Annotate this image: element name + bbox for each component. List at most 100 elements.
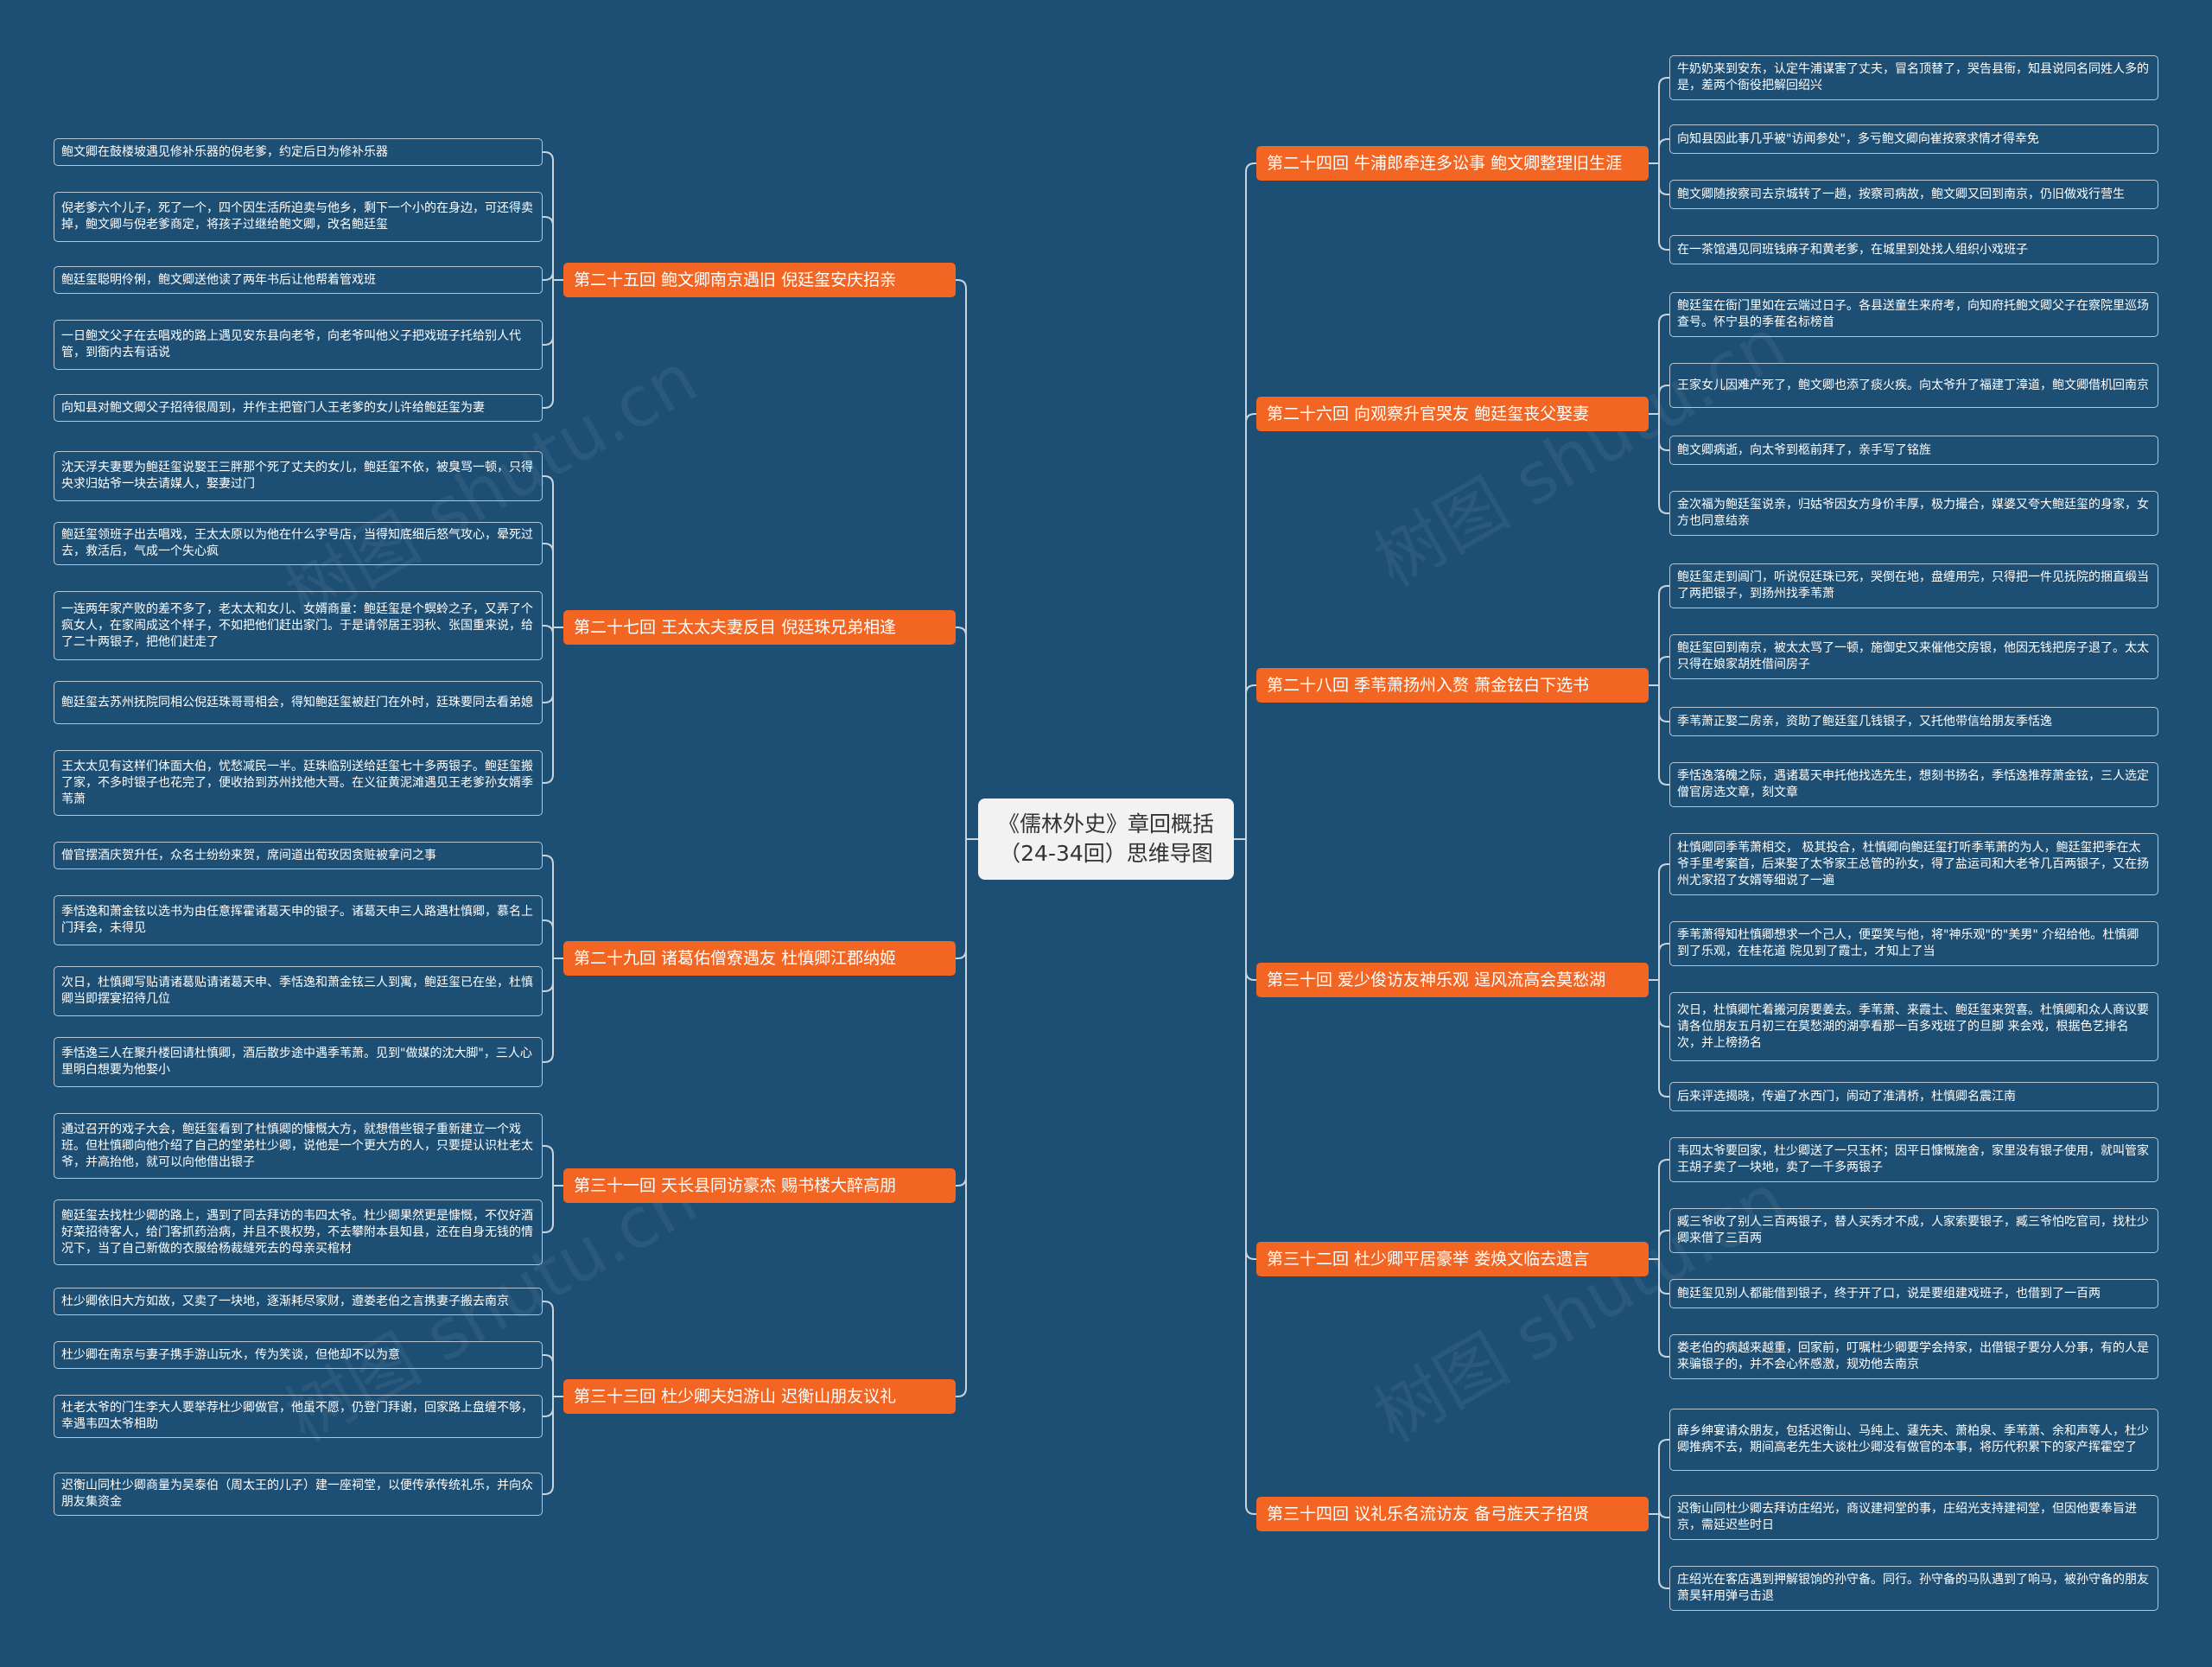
chapter-node-text: 第三十二回 杜少卿平居豪举 娄焕文临去遗言 (1267, 1250, 1590, 1269)
connector-line (543, 1053, 554, 1063)
leaf-node[interactable]: 杜慎卿同季苇萧相交， 极其投合，杜慎卿向鲍廷玺打听季苇萧的为人，鲍廷玺把季在太爷… (1669, 833, 2158, 895)
connector-line (1658, 863, 1669, 874)
leaf-node[interactable]: 在一茶馆遇见同班钱麻子和黄老爹，在城里到处找人组织小戏班子 (1669, 235, 2158, 264)
connector-line (543, 151, 554, 162)
connector-line (1658, 943, 1669, 953)
leaf-node[interactable]: 季苇萧得知杜慎卿想求一个己人，便耍笑与他，将"神乐观"的"美男" 介绍给他。杜慎… (1669, 921, 2158, 966)
connector-line (1658, 504, 1669, 514)
leaf-node[interactable]: 迟衡山同杜少卿去拜访庄绍光，商议建祠堂的事，庄绍光支持建祠堂，但因他要奉旨进京，… (1669, 1495, 2158, 1540)
connector-line (1658, 314, 1669, 324)
chapter-node[interactable]: 第二十五回 鲍文卿南京遇旧 倪廷玺安庆招亲 (563, 263, 956, 297)
connector-line (1245, 970, 1256, 981)
leaf-node-text: 鲍廷玺去找杜少卿的路上，遇到了同去拜访的韦四太爷。杜少卿果然更是慷慨，不仅好酒好… (61, 1208, 533, 1256)
connector-line (1245, 162, 1256, 173)
chapter-node[interactable]: 第二十六回 向观察升官哭友 鲍廷玺丧父娶妻 (1256, 397, 1649, 431)
leaf-node[interactable]: 鲍文卿随按察司去京城转了一趟，按察司病故，鲍文卿又回到南京，仍旧做戏行营生 (1669, 180, 2158, 209)
leaf-node[interactable]: 鲍廷玺聪明伶俐，鲍文卿送他读了两年书后让他帮着管戏班 (54, 266, 543, 294)
connector-line (1658, 656, 1669, 666)
root-node[interactable]: 《儒林外史》章回概括 （24-34回）思维导图 (978, 799, 1234, 880)
connector-line (543, 855, 554, 865)
leaf-node[interactable]: 牛奶奶来到安东，认定牛浦谋害了丈夫，冒名顶替了，哭告县衙，知县说同名同姓人多的是… (1669, 55, 2158, 100)
leaf-node[interactable]: 迟衡山同杜少卿商量为吴泰伯（周太王的儿子）建一座祠堂，以便传承传统礼乐，并向众朋… (54, 1473, 543, 1516)
connector-line (1245, 1505, 1256, 1515)
leaf-node-text: 在一茶馆遇见同班钱麻子和黄老爹，在城里到处找人组织小戏班子 (1677, 242, 2028, 257)
leaf-node[interactable]: 王家女儿因难产死了，鲍文卿也添了痰火疾。向太爷升了福建丁漳道，鲍文卿借机回南京 (1669, 363, 2158, 408)
leaf-node-text: 王太太见有这样们体面大伯，忧愁减民一半。廷珠临别送给廷玺七十多两银子。鲍廷玺搬了… (61, 759, 533, 806)
leaf-node[interactable]: 鲍廷玺走到阊门，听说倪廷珠已死，哭倒在地，盘缠用完，只得把一件见抚院的捆直缎当了… (1669, 563, 2158, 608)
chapter-node[interactable]: 第二十四回 牛浦郎牵连多讼事 鲍文卿整理旧生涯 (1256, 146, 1649, 181)
chapter-node[interactable]: 第三十三回 杜少卿夫妇游山 迟衡山朋友议礼 (563, 1379, 956, 1414)
chapter-node[interactable]: 第二十八回 季苇萧扬州入赘 萧金铉白下选书 (1256, 668, 1649, 703)
leaf-node-text: 季恬逸和萧金铉以选书为由任意挥霍诸葛天申的银子。诸葛天申三人路遇杜慎卿，慕名上门… (61, 905, 533, 935)
leaf-node[interactable]: 季恬逸和萧金铉以选书为由任意挥霍诸葛天申的银子。诸葛天申三人路遇杜慎卿，慕名上门… (54, 895, 543, 945)
connector-line (543, 1407, 554, 1417)
leaf-node[interactable]: 季苇萧正娶二房亲，资助了鲍廷玺几钱银子，又托他带信给朋友季恬逸 (1669, 707, 2158, 736)
connector-line (1658, 1230, 1669, 1240)
leaf-node[interactable]: 金次福为鲍廷玺说亲，归姑爷因女方身价丰厚，极力撮合，媒婆又夸大鲍廷玺的身家，女方… (1669, 491, 2158, 536)
connector-line (1658, 1284, 1669, 1295)
leaf-node[interactable]: 杜少卿依旧大方如故，又卖了一块地，逐渐耗尽家财，遵娄老伯之言携妻子搬去南京 (54, 1288, 543, 1315)
leaf-node[interactable]: 向知县对鲍文卿父子招待很周到，并作主把管门人王老爹的女儿许给鲍廷玺为妻 (54, 394, 543, 422)
leaf-node-text: 鲍文卿病逝，向太爷到柩前拜了，亲手写了铭旌 (1677, 442, 1931, 457)
chapter-node-text: 第三十回 爱少俊访友神乐观 逞风流高会莫愁湖 (1267, 970, 1606, 989)
leaf-node[interactable]: 庄绍光在客店遇到押解银饷的孙守备。同行。孙守备的马队遇到了响马，被孙守备的朋友萧… (1669, 1566, 2158, 1611)
connector-line (1245, 684, 1256, 695)
leaf-node[interactable]: 鲍廷玺去苏州抚院同相公倪廷珠哥哥相会，得知鲍廷玺被赶门在外时，廷珠要同去看弟媳 (54, 681, 543, 724)
leaf-node[interactable]: 通过召开的戏子大会，鲍廷玺看到了杜慎卿的慷慨大方，就想借些银子重新建立一个戏班。… (54, 1113, 543, 1179)
leaf-node[interactable]: 鲍文卿病逝，向太爷到柩前拜了，亲手写了铭旌 (1669, 436, 2158, 465)
leaf-node-text: 季恬逸落魄之际，遇诸葛天申托他找选先生，想刻书扬名，季恬逸推荐萧金铉，三人选定僧… (1677, 769, 2149, 799)
leaf-node[interactable]: 一日鲍文父子在去唱戏的路上遇见安东县向老爷，向老爷叫他义子把戏班子托给别人代管，… (54, 320, 543, 370)
leaf-node[interactable]: 臧三爷收了别人三百两银子，替人买秀才不成，人家索要银子，臧三爷怕吃官司，找杜少卿… (1669, 1208, 2158, 1253)
leaf-node[interactable]: 僧官摆酒庆贺升任，众名士纷纷来贺，席间道出荀玫因贪赃被拿问之事 (54, 842, 543, 869)
leaf-node[interactable]: 杜少卿在南京与妻子携手游山玩水，传为笑谈，但他却不以为意 (54, 1341, 543, 1369)
leaf-node-text: 杜老太爷的门生李大人要举荐杜少卿做官，他虽不愿，仍登门拜谢，回家路上盘缠不够，幸… (61, 1401, 533, 1431)
leaf-node-text: 季苇萧得知杜慎卿想求一个己人，便耍笑与他，将"神乐观"的"美男" 介绍给他。杜慎… (1677, 928, 2139, 958)
leaf-node[interactable]: 季恬逸落魄之际，遇诸葛天申托他找选先生，想刻书扬名，季恬逸推荐萧金铉，三人选定僧… (1669, 762, 2158, 807)
leaf-node-text: 沈天浮夫妻要为鲍廷玺说娶王三胖那个死了丈夫的女儿，鲍廷玺不依，被臭骂一顿，只得央… (61, 461, 533, 491)
connector-line (1245, 1250, 1256, 1260)
leaf-node[interactable]: 沈天浮夫妻要为鲍廷玺说娶王三胖那个死了丈夫的女儿，鲍廷玺不依，被臭骂一顿，只得央… (54, 451, 543, 501)
chapter-node[interactable]: 第三十四回 议礼乐名流访友 备弓旌天子招贤 (1256, 1497, 1649, 1531)
chapter-node[interactable]: 第三十回 爱少俊访友神乐观 逞风流高会莫愁湖 (1256, 963, 1649, 997)
leaf-node[interactable]: 后来评选揭晓，传遍了水西门，闹动了淮清桥，杜慎卿名震江南 (1669, 1082, 2158, 1111)
leaf-node[interactable]: 鲍廷玺领班子出去唱戏，王太太原以为他在什么字号店，当得知底细后怒气攻心，晕死过去… (54, 522, 543, 565)
leaf-node[interactable]: 季恬逸三人在聚升楼回请杜慎卿，酒后散步途中遇季苇萧。见到"做媒的沈大脚"，三人心… (54, 1037, 543, 1087)
leaf-node[interactable]: 王太太见有这样们体面大伯，忧愁减民一半。廷珠临别送给廷玺七十多两银子。鲍廷玺搬了… (54, 750, 543, 816)
leaf-node[interactable]: 一连两年家产败的差不多了，老太太和女儿、女婿商量：鲍廷玺是个螟蛉之子，又弄了个疯… (54, 591, 543, 660)
leaf-node[interactable]: 倪老爹六个儿子，死了一个，四个因生活所迫卖与他乡，剩下一个小的在身边，可还得卖掉… (54, 192, 543, 242)
leaf-node[interactable]: 杜老太爷的门生李大人要举荐杜少卿做官，他虽不愿，仍登门拜谢，回家路上盘缠不够，幸… (54, 1395, 543, 1438)
leaf-node-text: 杜少卿依旧大方如故，又卖了一块地，逐渐耗尽家财，遵娄老伯之言携妻子搬去南京 (61, 1294, 509, 1308)
leaf-node[interactable]: 鲍廷玺去找杜少卿的路上，遇到了同去拜访的韦四太爷。杜少卿果然更是慷慨，不仅好酒好… (54, 1199, 543, 1265)
connector-line (543, 1354, 554, 1365)
leaf-node-text: 鲍廷玺回到南京，被太太骂了一顿，施御史又来催他交房银，他因无钱把房子退了。太太只… (1677, 641, 2149, 671)
connector-line (1658, 77, 1669, 87)
leaf-node[interactable]: 鲍廷玺见别人都能借到银子，终于开了口，说是要组建戏班子，也借到了一百两 (1669, 1279, 2158, 1308)
leaf-node[interactable]: 向知县因此事几乎被"访闻参处"，多亏鲍文卿向崔按察求情才得幸免 (1669, 124, 2158, 154)
connector-line (1658, 1017, 1669, 1028)
leaf-node-text: 牛奶奶来到安东，认定牛浦谋害了丈夫，冒名顶替了，哭告县衙，知县说同名同姓人多的是… (1677, 62, 2149, 92)
leaf-node[interactable]: 鲍文卿在鼓楼坡遇见修补乐器的倪老爹，约定后日为修补乐器 (54, 138, 543, 166)
leaf-node-text: 僧官摆酒庆贺升任，众名士纷纷来贺，席间道出荀玫因贪赃被拿问之事 (61, 848, 436, 862)
connector-line (543, 475, 554, 486)
connector-line (543, 982, 554, 992)
chapter-node-text: 第三十四回 议礼乐名流访友 备弓旌天子招贤 (1267, 1505, 1590, 1524)
leaf-node[interactable]: 鲍廷玺回到南京，被太太骂了一顿，施御史又来催他交房银，他因无钱把房子退了。太太只… (1669, 634, 2158, 679)
connector-line (543, 270, 554, 281)
leaf-node[interactable]: 次日，杜慎卿写贴请诸葛贴请诸葛天申、季恬逸和萧金铉三人到寓，鲍廷玺已在坐，杜慎卿… (54, 966, 543, 1016)
leaf-node-text: 倪老爹六个儿子，死了一个，四个因生活所迫卖与他乡，剩下一个小的在身边，可还得卖掉… (61, 201, 533, 232)
chapter-node-text: 第三十一回 天长县同访豪杰 赐书楼大醉高朋 (574, 1176, 897, 1195)
chapter-node[interactable]: 第三十一回 天长县同访豪杰 赐书楼大醉高朋 (563, 1168, 956, 1203)
leaf-node[interactable]: 薛乡绅宴请众朋友，包括迟衡山、马纯上、蘧先夫、萧柏泉、季苇萧、余和声等人，杜少卿… (1669, 1409, 2158, 1471)
chapter-node[interactable]: 第三十二回 杜少卿平居豪举 娄焕文临去遗言 (1256, 1242, 1649, 1276)
leaf-node[interactable]: 鲍廷玺在衙门里如在云端过日子。各县送童生来府考，向知府托鲍文卿父子在察院里巡场查… (1669, 292, 2158, 337)
leaf-node[interactable]: 次日，杜慎卿忙着搬河房要姜去。季苇萧、来霞士、鲍廷玺来贺喜。杜慎卿和众人商议要请… (1669, 992, 2158, 1061)
chapter-node[interactable]: 第二十七回 王太太夫妻反目 倪廷珠兄弟相逢 (563, 610, 956, 645)
connector-line (1658, 712, 1669, 722)
connector-line (956, 949, 967, 959)
root-title: 《儒林外史》章回概括 （24-34回）思维导图 (997, 811, 1214, 866)
leaf-node[interactable]: 韦四太爷要回家，杜少卿送了一只玉杯；因平日慷慨施舍，家里没有银子使用，就叫管家王… (1669, 1137, 2158, 1182)
connector-line (1658, 138, 1669, 149)
leaf-node[interactable]: 娄老伯的病越来越重，回家前，叮嘱杜少卿要学会持家，出借银子要分人分事，有的人是来… (1669, 1334, 2158, 1379)
chapter-node[interactable]: 第二十九回 诸葛佑僧寮遇友 杜慎卿江郡纳姬 (563, 941, 956, 976)
